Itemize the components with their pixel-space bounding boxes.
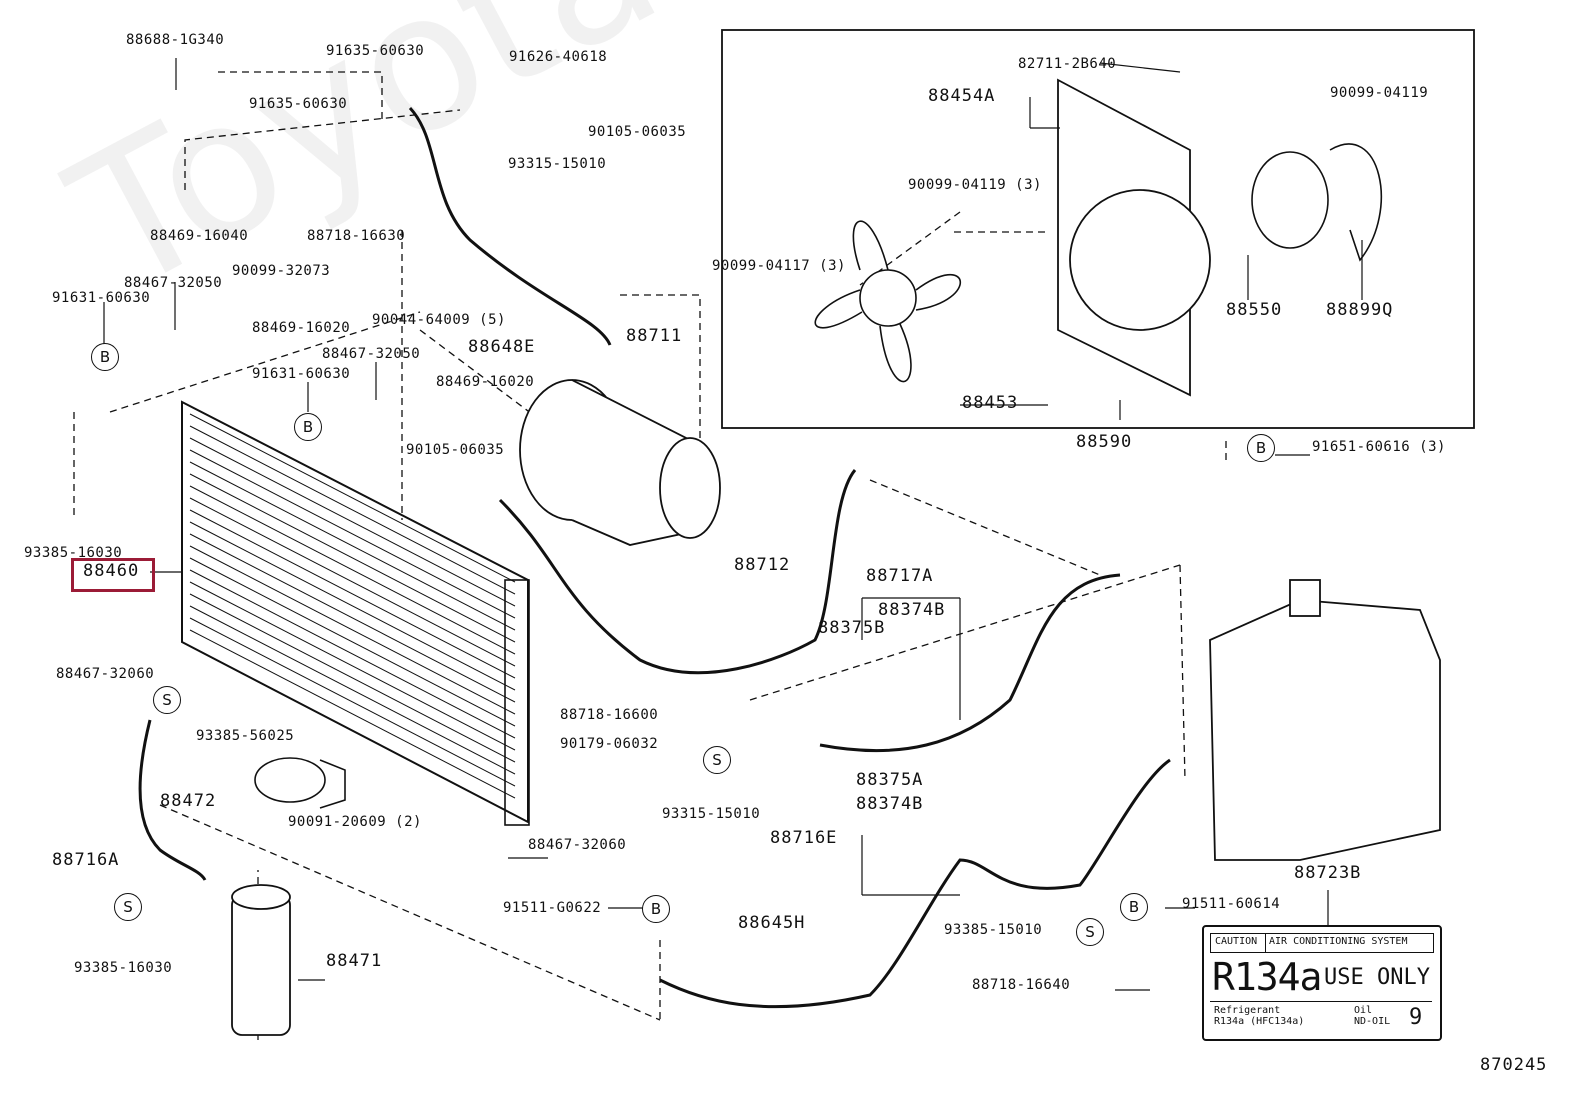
diagram-id: 870245 [1480,1055,1548,1075]
part-label[interactable]: 91511-60614 [1182,896,1281,912]
part-label[interactable]: 88718-16640 [972,977,1071,993]
part-label[interactable]: 88716E [770,828,838,848]
refrigerant-info: Refrigerant R134a (HFC134a) [1214,1005,1304,1027]
part-label[interactable]: 90099-04117 (3) [712,258,846,274]
oil-line1: Oil [1354,1005,1373,1016]
part-label[interactable]: 90044-64009 (5) [372,312,506,328]
part-label[interactable]: 88716A [52,850,120,870]
caution-label: CAUTION AIR CONDITIONING SYSTEM R134a US… [1202,925,1442,1041]
part-label[interactable]: 88711 [626,326,683,346]
part-label[interactable]: 88899Q [1326,300,1394,320]
part-label[interactable]: 90105-06035 [588,124,687,140]
marker-b: B [294,413,322,441]
part-label[interactable]: 88375A [856,770,924,790]
part-label[interactable]: 88374B [878,600,946,620]
evaporator-unit-drawing [1209,579,1441,861]
part-label[interactable]: 88375B [818,618,886,638]
condenser-drawing [181,400,530,826]
part-label[interactable]: 88550 [1226,300,1283,320]
part-label[interactable]: 88471 [326,951,383,971]
part-label[interactable]: 90091-20609 (2) [288,814,422,830]
part-label[interactable]: 88467-32060 [528,837,627,853]
divider [1210,1001,1432,1003]
marker-s: S [114,893,142,921]
part-label[interactable]: 93385-16030 [24,545,123,561]
receiver-drier-drawing [231,884,291,1036]
part-label-highlighted[interactable]: 88460 [83,561,140,581]
part-label[interactable]: 88688-1G340 [126,32,225,48]
part-label[interactable]: 88590 [1076,432,1133,452]
part-label[interactable]: 88718-16630 [307,228,406,244]
part-label[interactable]: 90105-06035 [406,442,505,458]
bracket-drawing [254,757,346,809]
part-label[interactable]: 82711-2B640 [1018,56,1117,72]
marker-b: B [1120,893,1148,921]
part-label[interactable]: 88467-32050 [124,275,223,291]
part-label[interactable]: 88469-16020 [436,374,535,390]
part-label[interactable]: 93315-15010 [508,156,607,172]
part-label[interactable]: 93315-15010 [662,806,761,822]
part-label[interactable]: 91635-60630 [326,43,425,59]
part-label[interactable]: 88454A [928,86,996,106]
refrigerant-line1: Refrigerant [1214,1005,1281,1016]
part-label[interactable]: 91635-60630 [249,96,348,112]
part-label[interactable]: 93385-15010 [944,922,1043,938]
part-label[interactable]: 88645H [738,913,806,933]
oil-line2: ND-OIL [1354,1016,1391,1027]
part-label[interactable]: 88723B [1294,863,1362,883]
divider [1265,934,1267,952]
part-label[interactable]: 88648E [468,337,536,357]
caution-header: CAUTION AIR CONDITIONING SYSTEM [1210,933,1434,953]
part-label[interactable]: 90179-06032 [560,736,659,752]
part-label[interactable]: 90099-04119 [1330,85,1429,101]
marker-b: B [1247,434,1275,462]
part-label[interactable]: 88467-32060 [56,666,155,682]
fan-shroud-drawing [1057,78,1211,397]
caution-system: AIR CONDITIONING SYSTEM [1269,936,1408,947]
fan-drawing [814,220,962,383]
part-label[interactable]: 90099-32073 [232,263,331,279]
oil-info: Oil ND-OIL [1354,1005,1390,1027]
part-label[interactable]: 88467-32050 [322,346,421,362]
part-label[interactable]: 88718-16600 [560,707,659,723]
part-label[interactable]: 88712 [734,555,791,575]
part-label[interactable]: 91626-40618 [509,49,608,65]
part-label[interactable]: 91651-60616 (3) [1312,439,1446,455]
use-only-text: USE ONLY [1324,965,1430,990]
refrigerant-line2: R134a (HFC134a) [1214,1016,1305,1027]
marker-s: S [153,686,181,714]
marker-b: B [91,343,119,371]
part-label[interactable]: 88469-16020 [252,320,351,336]
fan-motor-drawing [1251,143,1382,262]
part-label[interactable]: 93385-56025 [196,728,295,744]
part-label[interactable]: 93385-16030 [74,960,173,976]
part-label[interactable]: 91511-G0622 [503,900,602,916]
part-label[interactable]: 88472 [160,791,217,811]
marker-s: S [703,746,731,774]
oil-number: 9 [1409,1005,1423,1030]
part-label[interactable]: 88453 [962,393,1019,413]
highlight-box [71,558,155,592]
marker-b: B [642,895,670,923]
marker-s: S [1076,918,1104,946]
fan-assembly-frame [721,29,1475,429]
part-label[interactable]: 91631-60630 [252,366,351,382]
part-label[interactable]: 91631-60630 [52,290,151,306]
part-label[interactable]: 88374B [856,794,924,814]
compressor-drawing [519,379,721,546]
part-label[interactable]: 88469-16040 [150,228,249,244]
caution-word: CAUTION [1215,936,1258,947]
refrigerant-type: R134a [1212,955,1322,999]
part-label[interactable]: 88717A [866,566,934,586]
part-label[interactable]: 90099-04119 (3) [908,177,1042,193]
